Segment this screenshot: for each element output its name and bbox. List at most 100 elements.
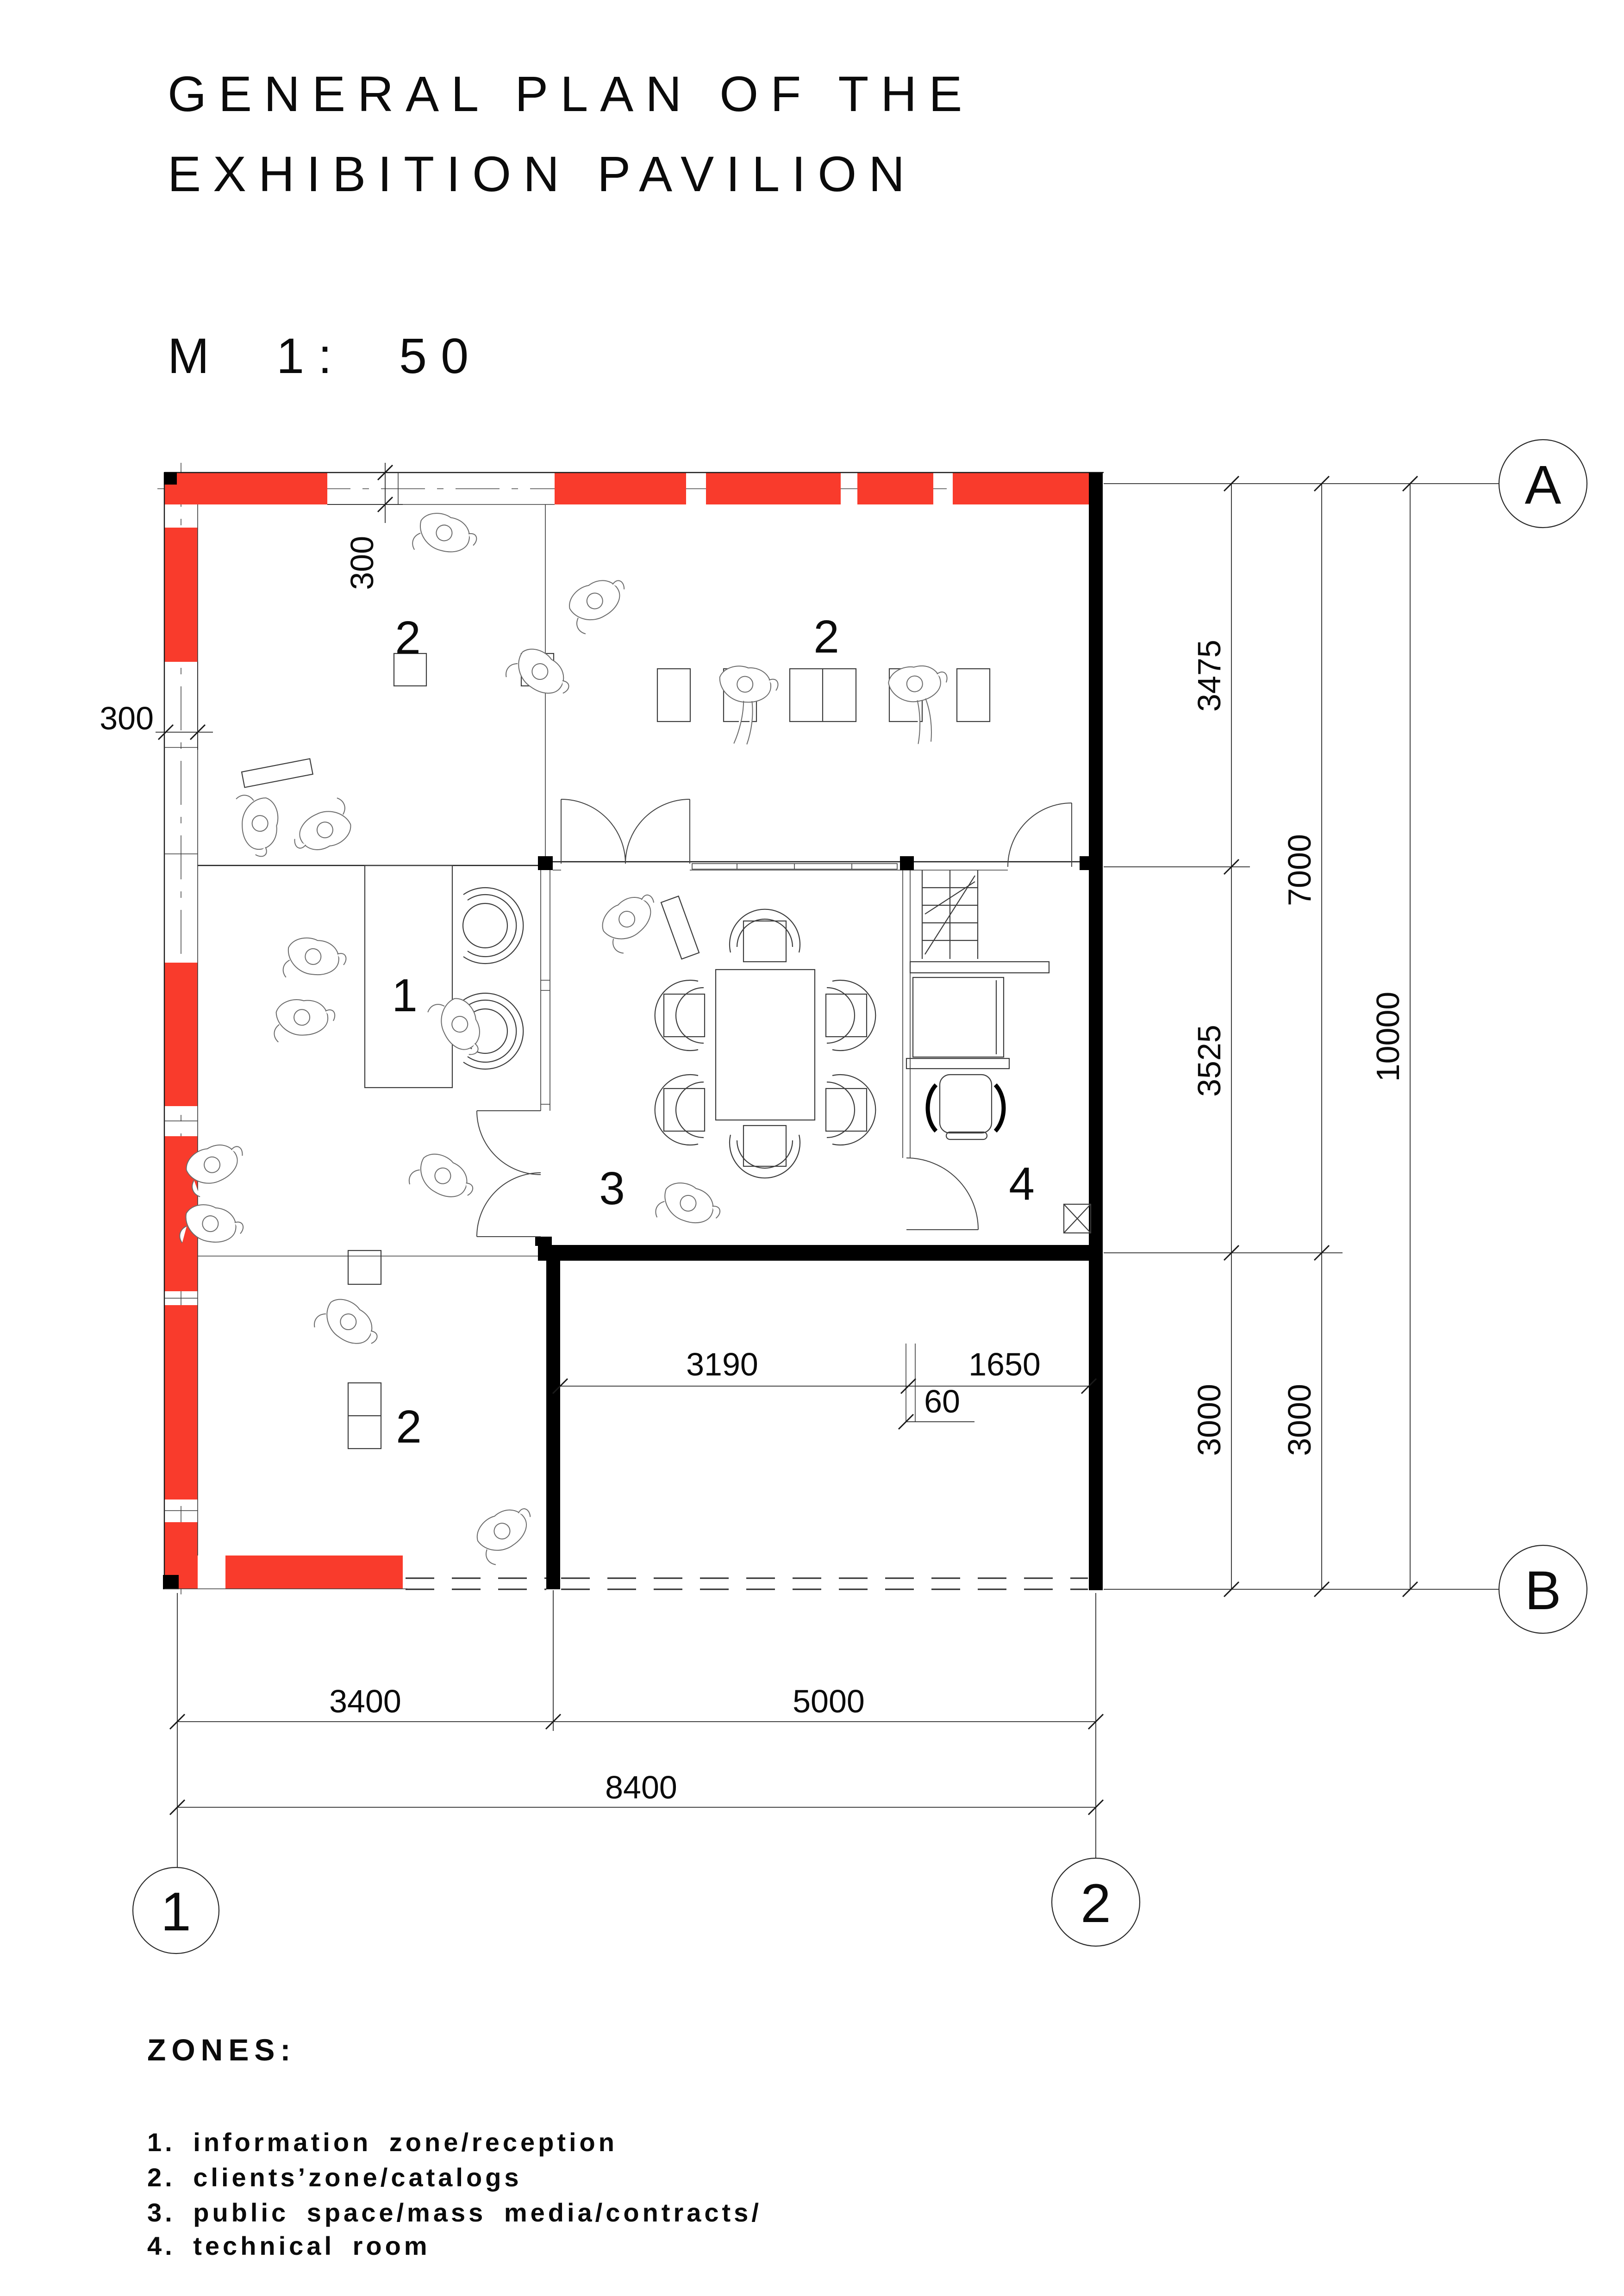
- legend-item-1: 1. information zone/reception: [147, 2128, 618, 2157]
- page-title-line1: GENERAL PLAN OF THE: [168, 66, 974, 122]
- wall-black-right: [1089, 473, 1103, 1590]
- wall-black-lower: [546, 1261, 560, 1589]
- wall-segment-red: [164, 528, 198, 662]
- person-icon: [425, 992, 488, 1064]
- person-icon: [652, 1176, 726, 1241]
- person-icon: [231, 794, 281, 858]
- dim-8400: 8400: [605, 1769, 677, 1805]
- dim-1650: 1650: [968, 1346, 1041, 1382]
- grid-label-a: A: [1525, 454, 1562, 516]
- dim-3525: 3525: [1191, 1025, 1227, 1097]
- legend-item-2: 2. clients’zone/catalogs: [147, 2163, 522, 2192]
- service-hatch: [1063, 1203, 1092, 1234]
- dim-10000: 10000: [1370, 992, 1406, 1082]
- page-title-line2: EXHIBITION PAVILION: [168, 146, 917, 202]
- reception-chair: [462, 887, 524, 964]
- legend-item-4: 4. technical room: [147, 2231, 431, 2260]
- reception-desk: [364, 865, 453, 1089]
- chair: [654, 979, 706, 1052]
- person-icon: [562, 571, 636, 636]
- grid-label-2: 2: [1081, 1873, 1111, 1934]
- equipment-cabinet: [912, 977, 1005, 1058]
- chair: [654, 1074, 706, 1146]
- dim-5000: 5000: [793, 1683, 865, 1719]
- zone-mark-2-left: 2: [395, 612, 421, 664]
- interior-walls: [198, 504, 1103, 1589]
- dim-3190: 3190: [686, 1346, 758, 1382]
- wall-segment-red: [225, 1556, 403, 1589]
- catalog-stand: [956, 668, 991, 722]
- shelf: [906, 1058, 1010, 1070]
- drawing-board: [660, 895, 700, 960]
- catalog-stand: [656, 668, 691, 722]
- dim-3400: 3400: [329, 1683, 401, 1719]
- catalog-stand-double: [789, 668, 857, 722]
- wall-segment-red: [555, 473, 686, 504]
- scale-label: M 1: 50: [168, 328, 482, 384]
- dim-3475: 3475: [1191, 640, 1227, 712]
- shelf: [909, 961, 1050, 974]
- dim-300-left: 300: [100, 700, 154, 736]
- person-icon: [594, 885, 669, 957]
- drawing-board: [241, 758, 314, 788]
- window-mullions: [164, 473, 399, 1511]
- zone-mark-4: 4: [1009, 1158, 1035, 1210]
- zone-mark-1: 1: [392, 970, 418, 1021]
- single-door-top-right: [1007, 803, 1072, 867]
- wall-segment-red: [953, 473, 1089, 504]
- dim-3000-inner: 3000: [1191, 1384, 1227, 1456]
- grid-label-1: 1: [161, 1881, 191, 1942]
- dim-ticks: [1223, 475, 1418, 1598]
- dim-ticks: [377, 464, 394, 513]
- person-icon: [887, 662, 954, 747]
- grid-bubble-1: [132, 1867, 220, 1954]
- office-chair: [925, 1074, 1006, 1140]
- door-zone4: [906, 1157, 979, 1230]
- double-door-top: [561, 799, 690, 864]
- legend: ZONES: 1. information zone/reception 2. …: [147, 2033, 762, 2260]
- column: [538, 856, 553, 870]
- wall-segment-red: [164, 1305, 198, 1500]
- dim-300-top: 300: [344, 536, 380, 590]
- dim-7000: 7000: [1281, 834, 1318, 906]
- glass-front-dashed: [406, 1577, 1088, 1590]
- grid-axes: [157, 463, 1499, 1868]
- person-icon: [311, 1291, 385, 1363]
- person-icon: [469, 1499, 544, 1568]
- person-icon: [285, 796, 357, 858]
- wall-segment-red: [857, 473, 933, 504]
- catalog-stand-double: [347, 1382, 382, 1450]
- double-door-left: [476, 1110, 541, 1237]
- chair: [729, 1125, 801, 1179]
- dim-ticks: [169, 1713, 1104, 1816]
- chair: [825, 979, 876, 1052]
- dim-3000-outer: 3000: [1281, 1384, 1318, 1456]
- conference-table: [715, 969, 816, 1121]
- dim-60: 60: [924, 1383, 960, 1419]
- exterior-walls: [163, 472, 1104, 1590]
- dim-ticks: [157, 724, 206, 740]
- doors: [476, 799, 1072, 1237]
- reception-chair: [462, 992, 524, 1070]
- chair: [825, 1074, 876, 1146]
- person-icon: [405, 1145, 481, 1217]
- zone-mark-2-right: 2: [813, 611, 839, 663]
- zone-marks: 2 2 1 3 4 2: [392, 611, 1035, 1453]
- person-icon: [273, 998, 336, 1045]
- wall-segment-red: [164, 963, 198, 1106]
- grid-label-b: B: [1525, 1560, 1562, 1621]
- grid-bubbles: A B 1 2: [132, 439, 1588, 1954]
- column: [163, 1575, 179, 1589]
- person-icon: [281, 933, 350, 989]
- wall-segment-red: [706, 473, 841, 504]
- person-icon: [502, 641, 577, 713]
- grid-bubble-a: [1498, 439, 1588, 529]
- zone-mark-2-bottom: 2: [396, 1401, 422, 1453]
- wall-black-bottom-zone3: [538, 1245, 1103, 1261]
- dimension-chains: 3475 3525 3000 7000 3000 10000 3400 5000…: [100, 463, 1418, 1816]
- catalog-stand: [347, 1250, 382, 1285]
- legend-item-3: 3. public space/mass media/contracts/: [147, 2198, 762, 2227]
- column: [535, 1237, 552, 1246]
